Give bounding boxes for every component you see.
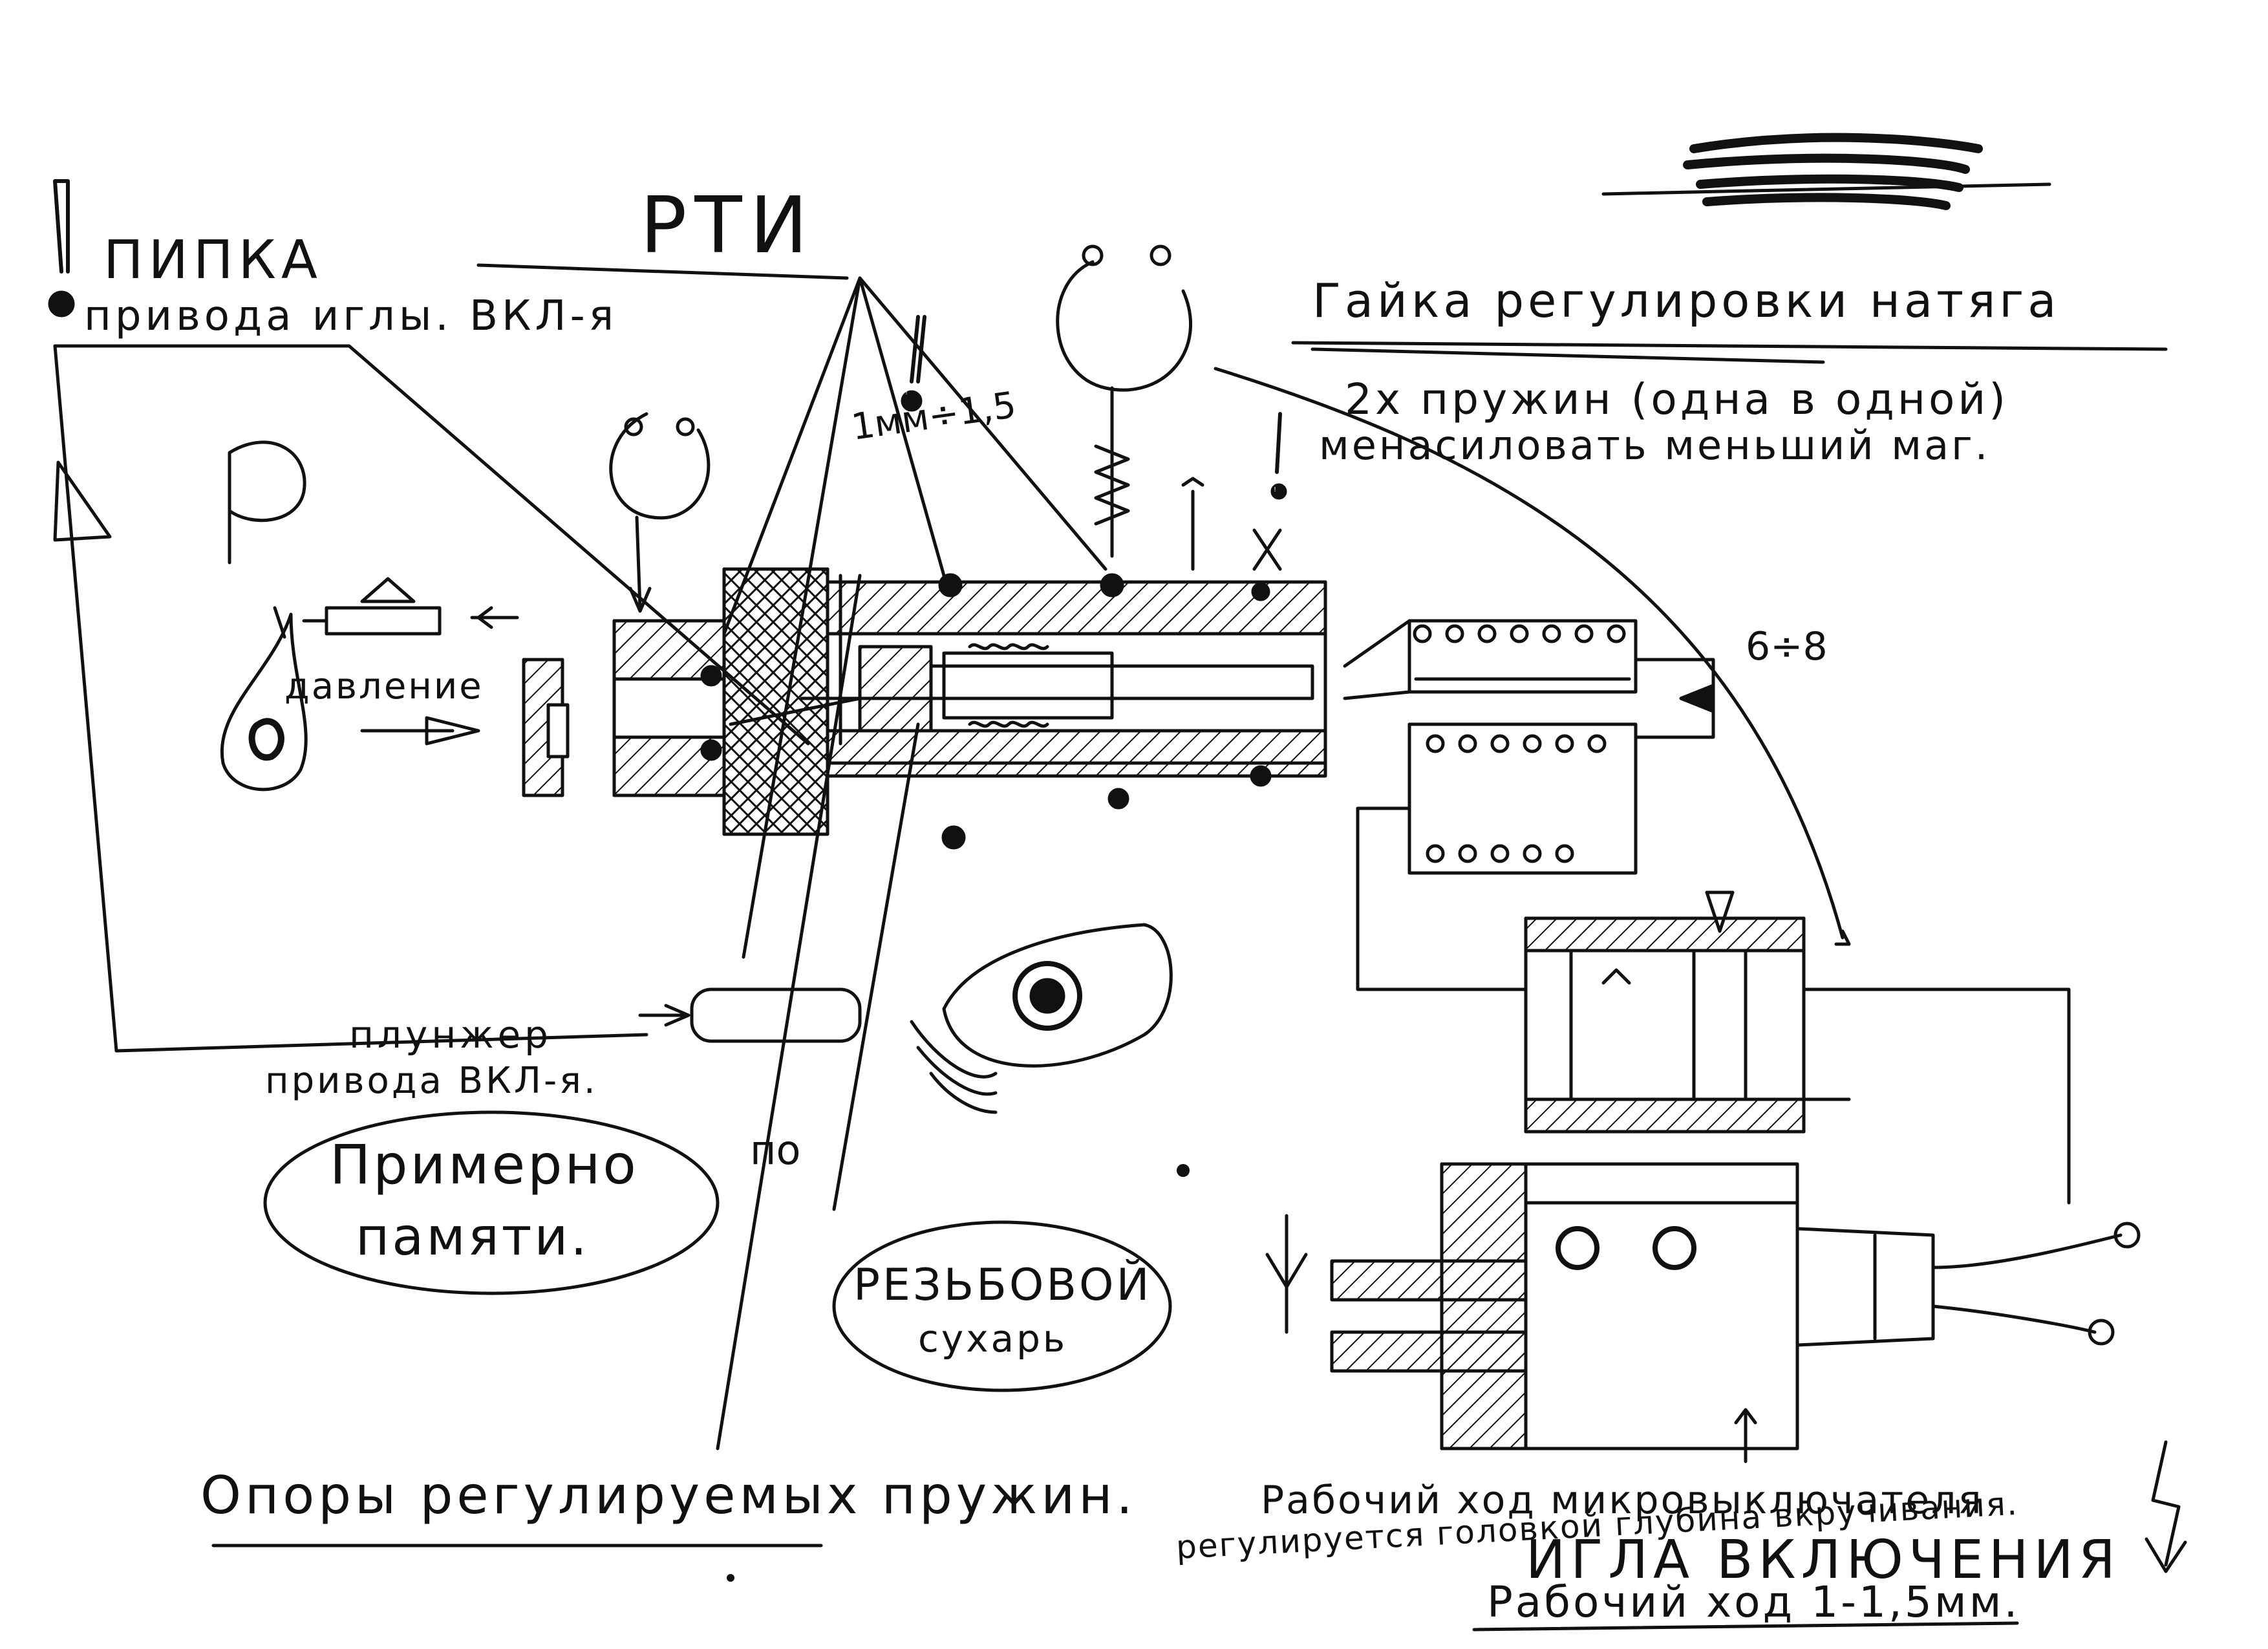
label-davlenie: давление [284, 665, 484, 707]
retaining-ring-right [1056, 244, 1282, 571]
adjuster-screw [302, 577, 519, 636]
scribbled-mark [1601, 133, 2051, 210]
corner-arrows [2145, 1440, 2187, 1573]
label-rti: РТИ [640, 181, 815, 271]
retaining-ring-left [609, 412, 711, 613]
label-primerno-1: Примерно [330, 1133, 639, 1196]
label-opory: Опоры регулируемых пружин. [200, 1465, 1137, 1525]
letter-p-stroke [228, 440, 306, 565]
sukhar-bubble [832, 1220, 1172, 1392]
label-dim-68: 6÷8 [1746, 624, 1828, 669]
needle-housing [1524, 890, 2071, 1205]
leader-lines [476, 263, 1851, 1450]
drop-shape [220, 606, 308, 792]
label-rezbovoy-2: сухарь [918, 1317, 1067, 1361]
stray-dot [1177, 1164, 1190, 1177]
seal-block [522, 658, 570, 797]
label-exclaim-right: ! [1274, 486, 1276, 493]
plunger [638, 987, 862, 1043]
label-pipka-sub: привода иглы. ВКЛ-я [84, 292, 617, 340]
pressure-arrow [360, 716, 480, 746]
label-pipka: ПИПКА [103, 230, 323, 291]
exclaim-marks [48, 179, 1287, 500]
note-bubble [263, 1110, 720, 1295]
threaded-block [910, 923, 1173, 1114]
label-pruzhin-1: 2х пружин (одна в одной) [1345, 374, 2009, 424]
label-rabochiy-hod: Рабочий ход 1-1,5мм. [1487, 1577, 2020, 1627]
label-p-letter: Р [213, 525, 217, 532]
main-body [612, 567, 1327, 850]
label-pruzhin-2: менасиловать меньший маг. [1319, 422, 1990, 469]
hod-underline [1472, 1621, 2019, 1632]
spring-assembly [1343, 619, 1715, 991]
label-igla: ИГЛА ВКЛЮЧЕНИЯ [1526, 1529, 2121, 1591]
label-exclaim-mid: ! [905, 389, 908, 396]
label-plunzher-1: плунжер [349, 1013, 552, 1057]
stray-dot [727, 1574, 734, 1582]
label-primerno-po: по [750, 1126, 800, 1174]
label-gaika: Гайка регулировки натяга [1312, 274, 2060, 328]
label-exclaim-left: ! [48, 273, 51, 280]
label-plunzher-2: привода ВКЛ-я. [265, 1060, 598, 1102]
microswitch [1265, 1162, 2141, 1463]
label-rezbovoy-1: РЕЗЬБОВОЙ [853, 1259, 1151, 1311]
left-frame [53, 344, 810, 1053]
label-rabochiy-micro-1: Рабочий ход микровыключателя [1261, 1478, 1984, 1523]
label-primerno-2: памяти. [356, 1207, 590, 1267]
